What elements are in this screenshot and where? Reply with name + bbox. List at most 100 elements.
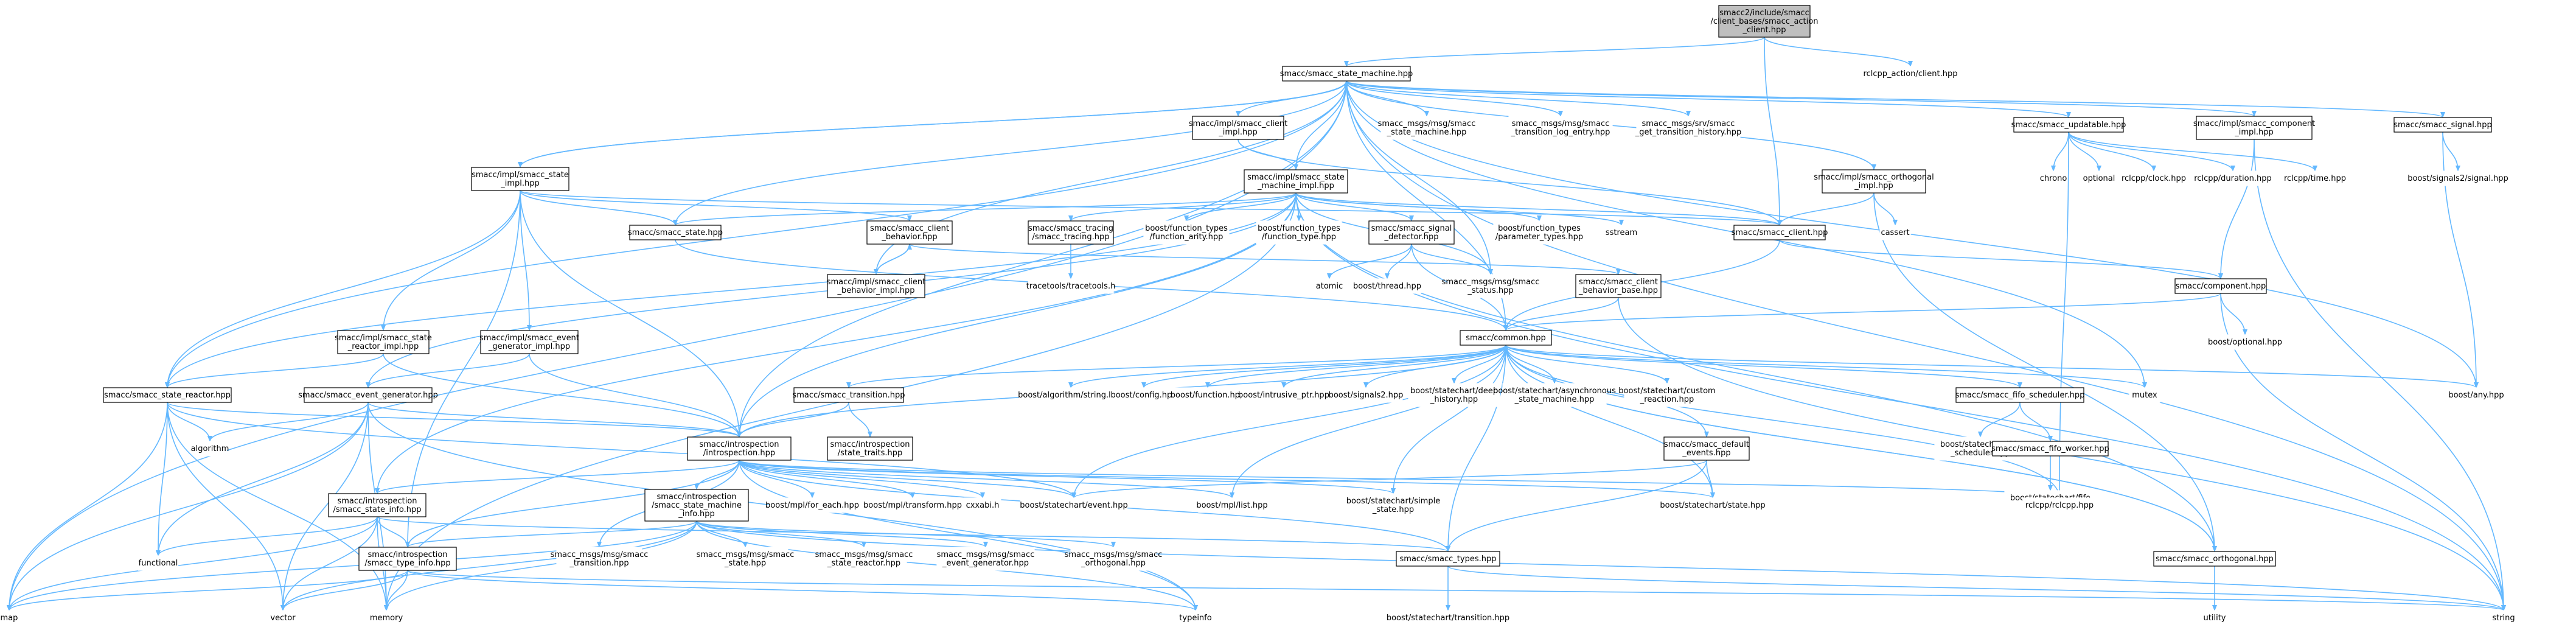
node-transition[interactable]: smacc/smacc_transition.hpp [792,387,905,403]
node-box [268,610,298,626]
node-label: _behavior_impl.hpp [837,286,914,295]
node-ft-param: boost/function_types/parameter_types.hpp [1493,220,1586,245]
node-sm-info[interactable]: smacc/introspection/smacc_state_machine_… [644,489,749,522]
node-mpl-for-each: boost/mpl/for_each.hpp [765,497,859,513]
node-ft-type: boost/function_types/function_type.hpp [1256,220,1342,245]
node-optional: optional [2083,170,2115,186]
node-state[interactable]: smacc/smacc_state.hpp [628,225,723,240]
node-msg-state-reactor: smacc_msgs/msg/smacc_state_reactor.hpp [815,547,913,571]
node-box [2196,170,2270,186]
edge-updatable-to-rclcpp_clock [2068,131,2156,172]
node-box [1353,278,1421,294]
node-root[interactable]: smacc2/include/smacc/client_bases/smacc_… [1711,5,1819,38]
node-label: tracetools/tracetools.h [1026,282,1116,291]
node-label: _state.hpp [1372,505,1414,514]
edge-sm_info-to-vector [280,520,697,611]
edge-state_machine-to-state_reactor [165,80,1347,388]
edge-sm_impl-to-state_machine [1295,80,1349,170]
node-label: smacc/smacc_fifo_scheduler.hpp [1955,391,2085,400]
edge-common-to-boost_function [1205,345,1506,388]
node-common[interactable]: smacc/common.hpp [1460,330,1552,346]
node-client-behavior[interactable]: smacc/smacc_client_behavior.hpp [866,220,953,245]
edge-type_info-to-typeinfo [407,570,1198,611]
node-event-generator[interactable]: smacc/smacc_event_generator.hpp [298,387,438,403]
edge-event_generator-to-introspection [367,402,742,438]
node-box [1992,441,2109,457]
node-box [1018,387,1123,403]
node-box [827,274,925,298]
node-client-impl[interactable]: smacc/impl/smacc_client_impl.hpp [1189,116,1288,140]
node-label: utility [2204,614,2226,623]
node-label: _status.hpp [1467,286,1513,295]
node-fifo-scheduler[interactable]: smacc/smacc_fifo_scheduler.hpp [1955,387,2085,403]
node-event-generator-impl[interactable]: smacc/impl/smacc_event_generator_impl.hp… [479,330,579,354]
node-box [1575,274,1662,298]
edge-sm_impl-to-state [673,192,1297,226]
node-box [1198,497,1266,513]
node-client-behavior-base[interactable]: smacc/smacc_client_behavior_base.hpp [1575,274,1662,298]
node-client-behavior-impl[interactable]: smacc/impl/smacc_client_behavior_impl.hp… [827,274,926,298]
node-component-impl[interactable]: smacc/impl/smacc_component_impl.hpp [2193,116,2315,140]
node-signal-detector[interactable]: smacc/smacc_signal_detector.hpp [1368,220,1455,245]
node-label: cxxabi.h [966,501,1000,510]
node-updatable[interactable]: smacc/smacc_updatable.hpp [2011,117,2126,133]
node-box [1368,220,1455,245]
node-box [936,547,1035,571]
node-smacc-types[interactable]: smacc/smacc_types.hpp [1396,551,1500,567]
node-label: _state_machine.hpp [1387,128,1467,137]
node-label: smacc/introspection [656,492,736,502]
edge-state_info-to-functional [156,516,378,556]
node-orthogonal[interactable]: smacc/smacc_orthogonal.hpp [2153,551,2276,567]
node-fifo-worker[interactable]: smacc/smacc_fifo_worker.hpp [1991,441,2109,457]
node-box [1350,493,1436,517]
node-box [1241,387,1327,403]
node-client[interactable]: smacc/smacc_client.hpp [1732,225,1828,240]
node-label: _impl.hpp [1854,181,1893,191]
node-state-traits[interactable]: smacc/introspection/state_traits.hpp [827,436,913,461]
edge-sm_info-to-msg_orthogonal [696,520,1116,548]
node-tracing[interactable]: smacc/smacc_tracing/smacc_tracing.hpp [1028,220,1114,245]
node-box [1955,387,2084,403]
edge-state_reactor_impl-to-state_reactor [165,353,384,388]
node-type-info[interactable]: smacc/introspection/smacc_type_info.hpp [358,547,457,571]
edge-state_reactor-to-algorithm [167,402,212,442]
edge-sm_impl-to-ft_arity [1184,192,1297,222]
node-box [827,436,913,461]
node-label: _orthogonal.hpp [1081,559,1146,568]
node-label: /introspection.hpp [703,449,775,458]
edge-sm_info-to-map [7,520,697,611]
node-label: boost/config.hpp [1110,391,1177,400]
node-state-reactor[interactable]: smacc/smacc_state_reactor.hpp [103,387,232,403]
node-component[interactable]: smacc/component.hpp [2174,278,2267,294]
node-introspection[interactable]: smacc/introspection/introspection.hpp [687,436,792,461]
node-label: boost/function.hpp [1171,391,1245,400]
node-box [1380,116,1473,140]
node-state-machine[interactable]: smacc/smacc_state_machine.hpp [1280,66,1413,82]
node-sm-impl[interactable]: smacc/impl/smacc_state_machine_impl.hpp [1244,169,1348,194]
node-state-info[interactable]: smacc/introspection/smacc_state_info.hpp [328,493,426,517]
node-orthogonal-impl[interactable]: smacc/impl/smacc_orthogonal_impl.hpp [1814,169,1934,194]
node-state-impl[interactable]: smacc/impl/smacc_state_impl.hpp [471,167,569,191]
edge-state_impl-to-state_machine [520,80,1349,168]
node-sm-msg-sm: smacc_msgs/msg/smacc_state_machine.hpp [1378,116,1475,140]
node-signal[interactable]: smacc/smacc_signal.hpp [2393,117,2492,133]
node-label: smacc/introspection [337,497,417,506]
node-label: _transition.hpp [569,559,628,568]
edge-updatable-to-optional [2068,131,2101,172]
edge-common-to-sc_event [1071,345,1506,499]
node-label: atomic [1316,282,1343,291]
node-boost-function: boost/function.hpp [1171,387,1245,403]
node-algorithm: algorithm [191,441,229,457]
node-box [1396,551,1500,567]
edge-introspection-to-sc_event [739,460,1076,499]
node-state-reactor-impl[interactable]: smacc/impl/smacc_state_reactor_impl.hpp [335,330,432,354]
node-label: /smacc_tracing.hpp [1032,233,1109,242]
node-default-events[interactable]: smacc/smacc_default_events.hpp [1663,436,1750,461]
edge-common-to-sc_deep_history [1452,345,1506,384]
node-label: map [1,614,18,623]
edge-type_info-to-string [407,570,2506,611]
node-label: boost/any.hpp [2448,391,2504,400]
node-label: mutex [2132,391,2157,400]
node-sm-msg-trans-log: smacc_msgs/msg/smacc_transition_log_entr… [1508,116,1613,140]
node-box [1028,278,1114,294]
